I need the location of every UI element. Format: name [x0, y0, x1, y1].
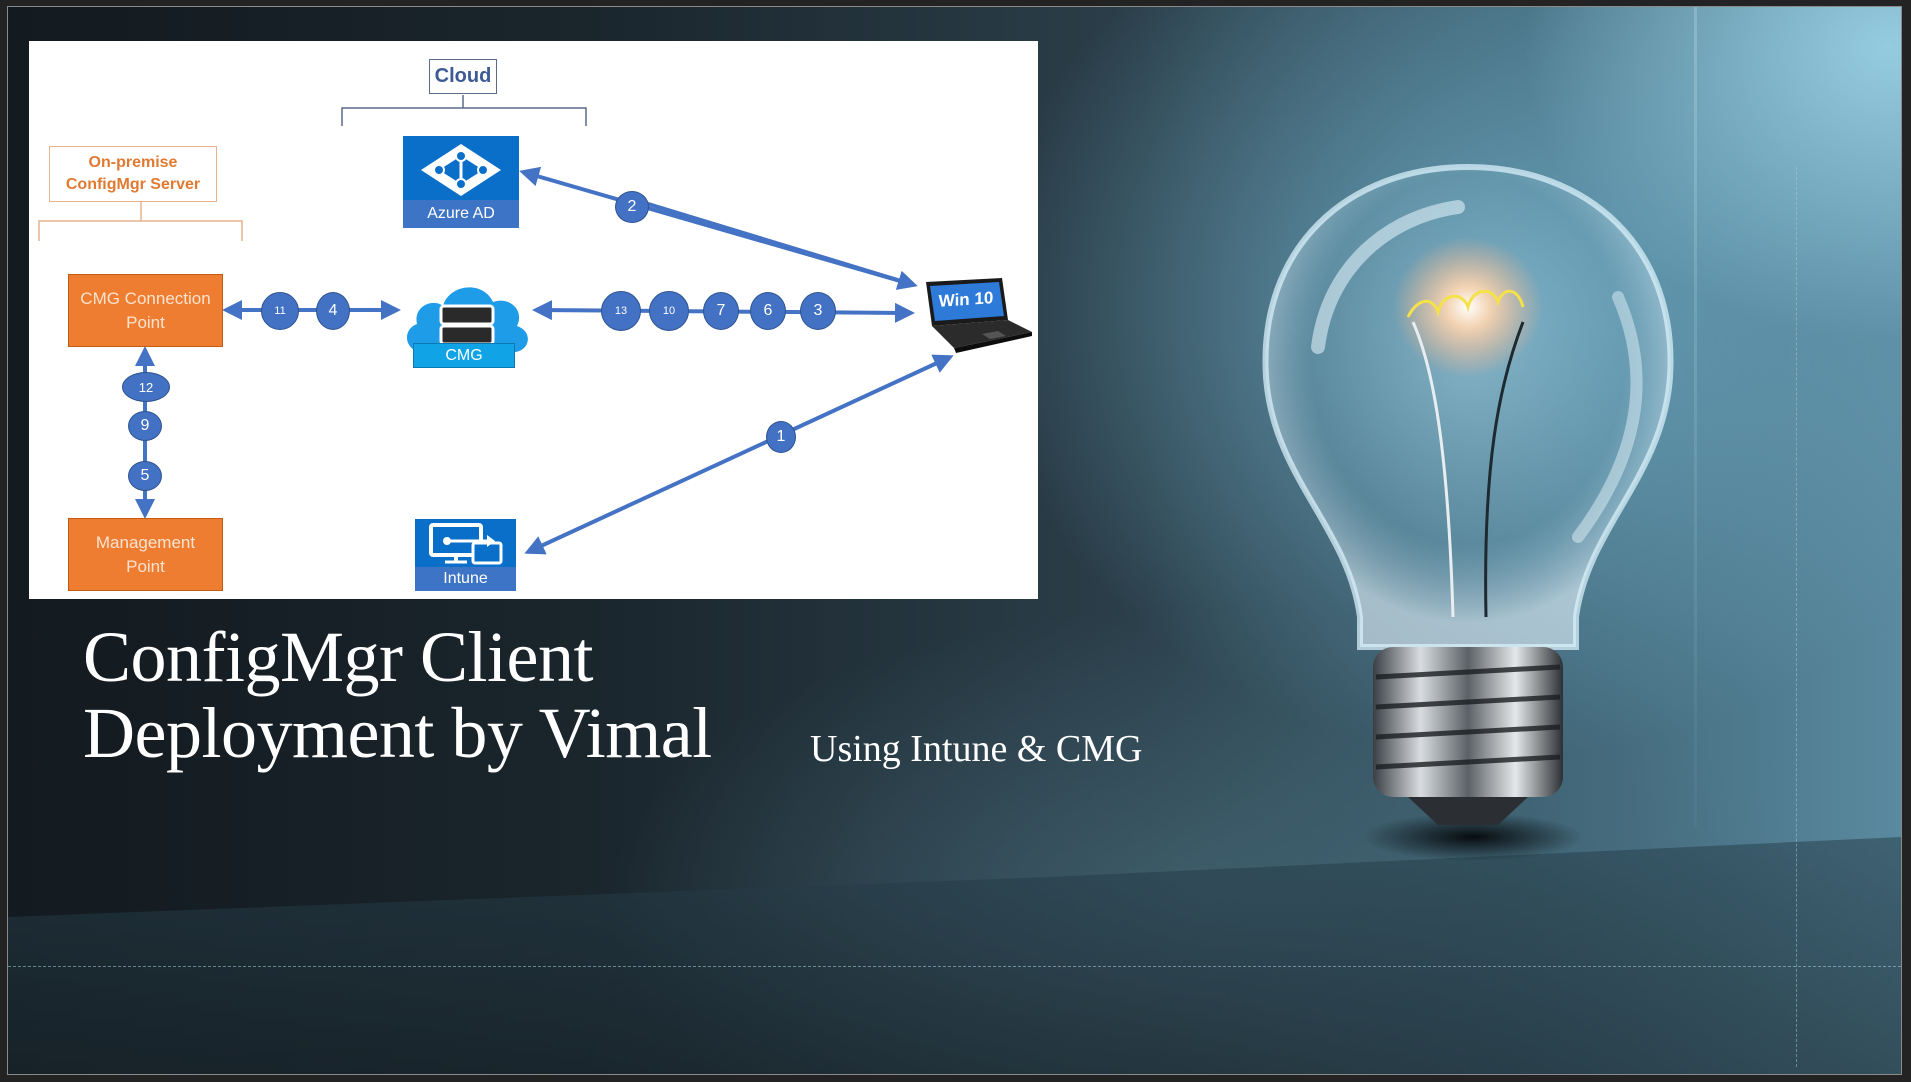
- slide: Cloud On-premise ConfigMgr Server CMG Co…: [7, 6, 1902, 1075]
- azure-ad-icon: [421, 144, 501, 196]
- intune-caption: Intune: [415, 567, 516, 591]
- step-marker: 5: [128, 461, 162, 491]
- step-marker: 6: [750, 292, 786, 330]
- management-point-node: Management Point: [68, 518, 223, 591]
- guide-line-horizontal: [8, 966, 1901, 967]
- mp-line1: Management: [95, 532, 196, 552]
- step-marker: 11: [261, 292, 299, 330]
- onprem-label-line2: ConfigMgr Server: [65, 176, 201, 193]
- slide-subtitle: Using Intune & CMG: [810, 728, 1143, 770]
- cmg-connection-point-node: CMG Connection Point: [68, 274, 223, 347]
- title-line1: ConfigMgr Client: [83, 617, 594, 697]
- architecture-diagram: Cloud On-premise ConfigMgr Server CMG Co…: [29, 41, 1038, 599]
- cmg-cp-line1: CMG Connection: [80, 288, 211, 308]
- step-marker: 12: [122, 372, 170, 402]
- step-marker: 9: [128, 411, 162, 441]
- guide-line-vertical: [1796, 167, 1797, 1067]
- step-marker: 13: [601, 291, 641, 331]
- intune-node: Intune: [415, 519, 516, 591]
- onprem-group-label: On-premise ConfigMgr Server: [49, 146, 217, 202]
- mp-line2: Point: [126, 556, 165, 576]
- floor-shading: [8, 837, 1901, 1074]
- intune-icon: [429, 523, 503, 565]
- cmg-cp-line2: Point: [126, 312, 165, 332]
- azure-ad-caption: Azure AD: [403, 200, 519, 228]
- title-line2: Deployment by Vimal: [83, 693, 712, 773]
- step-marker: 4: [316, 292, 350, 330]
- azure-ad-node: Azure AD: [403, 136, 519, 228]
- slide-title: ConfigMgr Client Deployment by Vimal: [83, 619, 783, 771]
- light-bulb-icon: [1262, 163, 1674, 861]
- step-marker: 7: [703, 292, 739, 330]
- laptop-icon: [926, 278, 1032, 353]
- onprem-label-line1: On-premise: [88, 154, 178, 171]
- cloud-group-label: Cloud: [429, 59, 497, 94]
- cloud-server-icon: [406, 287, 528, 353]
- step-marker: 2: [615, 191, 649, 223]
- step-marker: 1: [766, 421, 796, 453]
- wall-edge: [1694, 7, 1697, 827]
- step-marker: 10: [649, 291, 689, 331]
- step-marker: 3: [800, 292, 836, 330]
- cmg-caption: CMG: [413, 343, 515, 368]
